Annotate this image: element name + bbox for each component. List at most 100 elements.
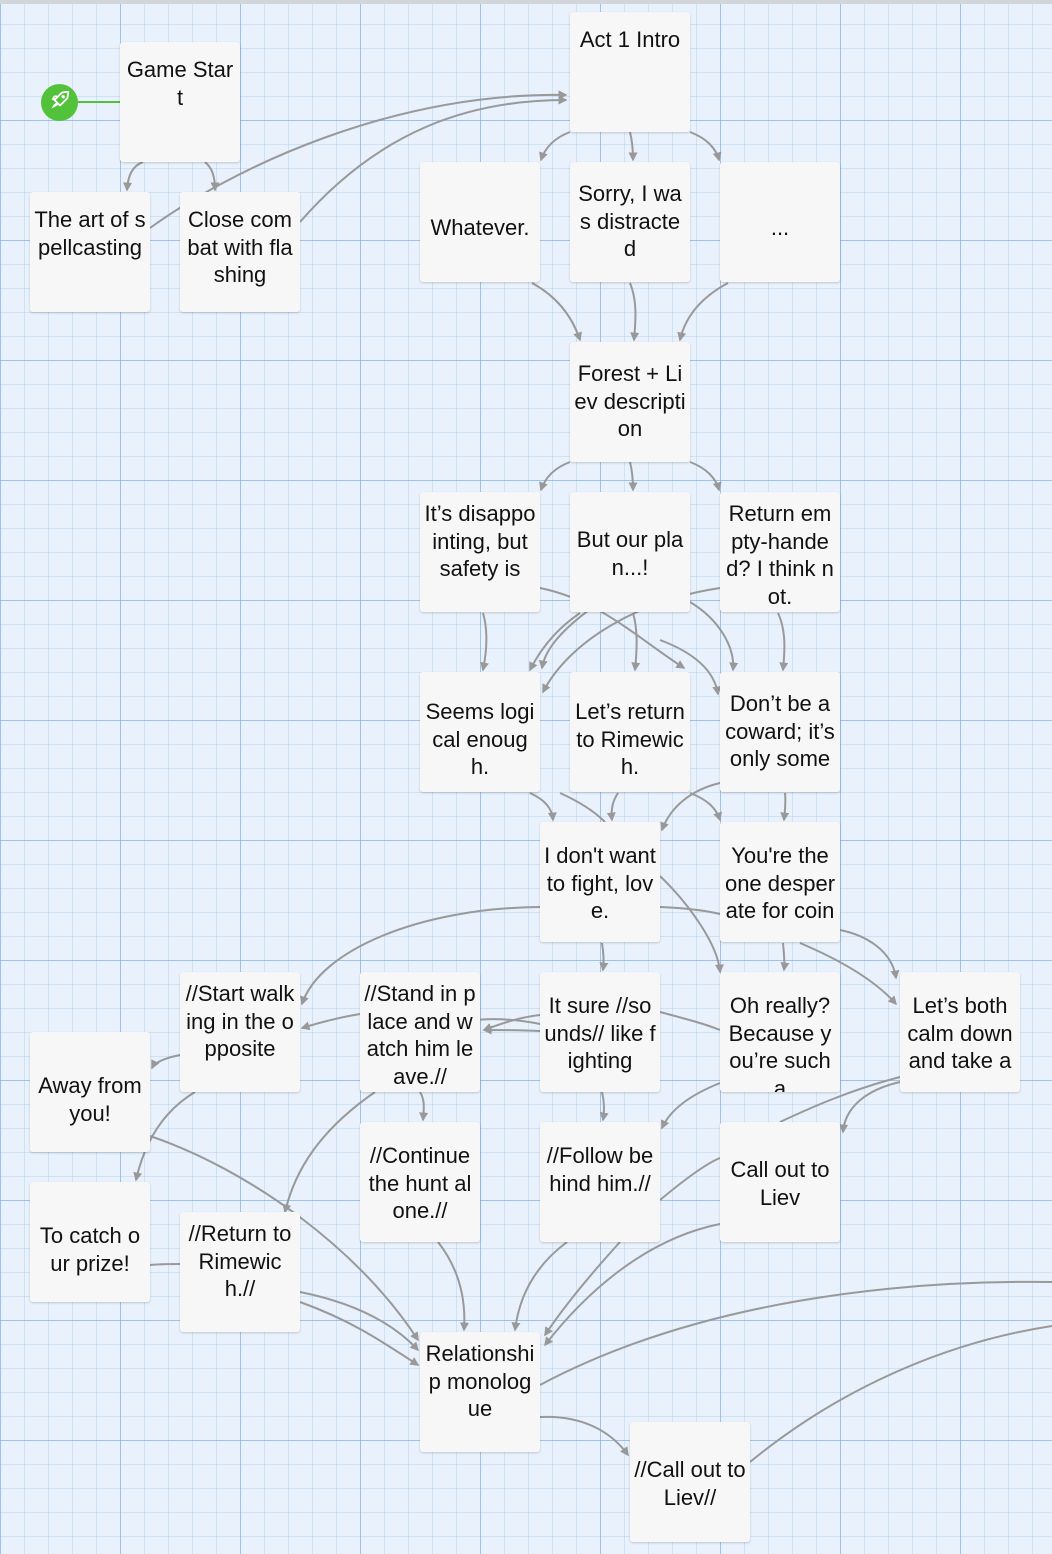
passage-relationship-monologue[interactable]: Relationship monologue [420, 1332, 540, 1452]
connector-arrow-38 [482, 1014, 541, 1032]
passage-title: Act 1 Intro [579, 27, 681, 52]
connector-arrow-27 [689, 792, 722, 822]
connector-arrow-50 [149, 1263, 181, 1266]
connector-arrow-51 [299, 1291, 420, 1352]
passage-title: //Call out to Liev// [634, 1457, 746, 1510]
connector-arrow-59 [539, 1280, 1052, 1386]
passage-title: Sorry, I was distracted [578, 181, 682, 261]
passage-dont-be-coward[interactable]: Don’t be a coward; it’s only some [720, 672, 840, 792]
connector-arrow-12 [628, 461, 638, 492]
connector-arrow-42 [133, 1091, 196, 1182]
passage-title: //Stand in place and watch him leave.// [364, 981, 476, 1089]
connector-arrow-43 [282, 1091, 376, 1214]
passage-oh-really[interactable]: Oh really? Because you’re such a [720, 972, 840, 1092]
connector-arrow-41 [151, 1054, 181, 1070]
connector-arrow-32 [599, 942, 609, 972]
rocket-icon [49, 89, 71, 116]
passage-art-of-spellcasting[interactable]: The art of spellcasting [30, 192, 150, 312]
passage-title: To catch our prize! [39, 1223, 141, 1276]
connector-arrow-22 [659, 639, 722, 696]
passage-title: Close combat with flashing [187, 207, 293, 287]
passage-title: Call out to Liev [730, 1157, 830, 1210]
passage-forest-liev[interactable]: Forest + Liev description [570, 342, 690, 462]
passage-title: It sure //sounds// like fighting [544, 993, 656, 1073]
connector-arrow-16 [529, 612, 581, 672]
passage-title: It’s disappointing, but safety is [424, 501, 536, 581]
passage-away-from-you[interactable]: Away from you! [30, 1032, 150, 1152]
connector-arrow-47 [779, 1076, 901, 1123]
passage-title: Don’t be a coward; it’s only some [725, 691, 835, 771]
passage-continue-hunt[interactable]: //Continue the hunt alone.// [360, 1122, 480, 1242]
connector-arrow-18 [689, 601, 739, 672]
connector-arrow-48 [839, 1081, 901, 1134]
passage-seems-logical[interactable]: Seems logical enough. [420, 672, 540, 792]
connector-arrow-57 [544, 1223, 721, 1347]
passage-title: Relationship monologue [425, 1341, 535, 1421]
connector-arrow-17 [631, 612, 641, 672]
connector-arrow-39 [659, 1011, 721, 1031]
passage-but-our-plan[interactable]: But our plan...! [570, 492, 690, 612]
passage-return-to-rimewich[interactable]: //Return to Rimewich.// [180, 1212, 300, 1332]
connector-arrow-5 [539, 131, 571, 162]
connector-arrow-33 [780, 942, 790, 972]
connector-arrow-11 [539, 461, 571, 492]
connector-arrow-10 [677, 282, 729, 342]
connector-arrow-53 [437, 1241, 469, 1332]
connector-arrow-1 [123, 161, 144, 192]
passage-title: //Continue the hunt alone.// [368, 1143, 472, 1223]
passage-ellipsis[interactable]: ... [720, 162, 840, 282]
passage-sorry-distracted[interactable]: Sorry, I was distracted [570, 162, 690, 282]
connector-arrow-13 [689, 461, 722, 492]
passage-return-empty[interactable]: Return empty-handed? I think not. [720, 492, 840, 612]
connector-arrow-30 [659, 875, 724, 974]
connector-arrow-31 [659, 906, 721, 915]
connector-arrow-4 [299, 95, 568, 223]
connector-arrow-25 [606, 792, 619, 822]
connector-arrow-55 [544, 1241, 621, 1337]
connector-arrow-58 [539, 1415, 629, 1457]
passage-dont-want-fight[interactable]: I don't want to fight, love. [540, 822, 660, 942]
start-badge [41, 84, 78, 121]
passage-act1-intro[interactable]: Act 1 Intro [570, 12, 690, 132]
passage-calm-down[interactable]: Let’s both calm down and take a [900, 972, 1020, 1092]
connector-arrow-20 [777, 612, 789, 672]
connector-arrow-46 [660, 1082, 721, 1130]
connector-arrow-44 [419, 1091, 429, 1122]
connector-arrow-52 [299, 1301, 420, 1366]
connector-arrow-29 [300, 906, 541, 1006]
passage-stand-in-place[interactable]: //Stand in place and watch him leave.// [360, 972, 480, 1092]
connector-arrow-34 [839, 929, 900, 980]
passage-call-out-liev-italic[interactable]: //Call out to Liev// [630, 1422, 750, 1542]
passage-desperate-coin[interactable]: You're the one desperate for coin [720, 822, 840, 942]
passage-catch-prize[interactable]: To catch our prize! [30, 1182, 150, 1302]
connector-arrow-60 [749, 1325, 1052, 1463]
passage-call-out-liev[interactable]: Call out to Liev [720, 1122, 840, 1242]
passage-title: ... [770, 215, 790, 240]
passage-title: //Start walking in the opposite [185, 981, 295, 1061]
connector-arrow-37 [482, 1025, 541, 1035]
passage-title: I don't want to fight, love. [544, 843, 656, 923]
passage-follow-behind[interactable]: //Follow behind him.// [540, 1122, 660, 1242]
passage-close-combat[interactable]: Close combat with flashing [180, 192, 300, 312]
connector-arrow-35 [799, 942, 897, 1006]
window-top-edge [0, 0, 1052, 4]
connector-arrow-14 [480, 612, 489, 672]
connector-arrow-6 [628, 131, 638, 162]
passage-disappointing[interactable]: It’s disappointing, but safety is [420, 492, 540, 612]
passage-title: Game Start [126, 57, 234, 110]
connector-arrow-23 [529, 792, 557, 822]
passage-game-start[interactable]: Game Start [120, 42, 240, 162]
passage-sounds-fighting[interactable]: It sure //sounds// like fighting [540, 972, 660, 1092]
passage-whatever[interactable]: Whatever. [420, 162, 540, 282]
passage-title: Whatever. [430, 215, 530, 240]
connector-arrow-54 [511, 1241, 568, 1332]
connector-arrow-40 [300, 1013, 361, 1031]
connector-arrow-7 [689, 131, 722, 162]
passage-title: //Return to Rimewich.// [188, 1221, 292, 1301]
passage-start-walking[interactable]: //Start walking in the opposite [180, 972, 300, 1092]
connector-arrow-26 [660, 782, 721, 832]
passage-return-rimewich[interactable]: Let’s return to Rimewich. [570, 672, 690, 792]
connector-arrow-24 [559, 792, 606, 823]
passage-title: You're the one desperate for coin [724, 843, 836, 923]
